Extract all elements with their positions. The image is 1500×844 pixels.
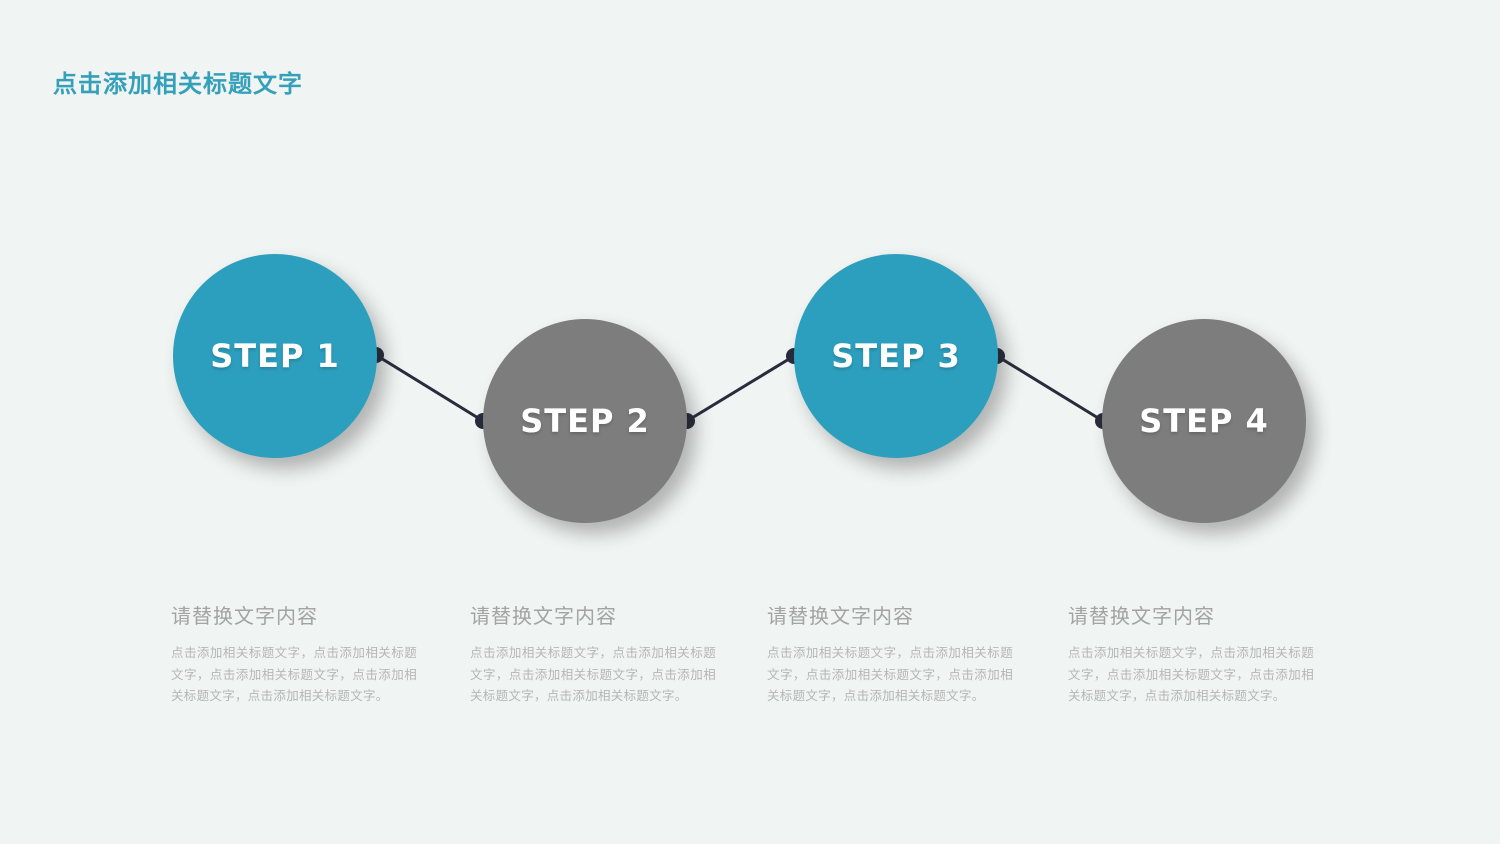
- connector-3-4: [989, 348, 1111, 429]
- connector-line: [686, 354, 795, 423]
- step-circle-1: STEP 1: [173, 254, 377, 458]
- connector-1-2: [368, 347, 491, 429]
- step-label-4: STEP 4: [1139, 402, 1269, 440]
- text-block-2: 请替换文字内容 点击添加相关标题文字，点击添加相关标题文字，点击添加相关标题文字…: [470, 600, 716, 708]
- block-body-4: 点击添加相关标题文字，点击添加相关标题文字，点击添加相关标题文字，点击添加相关标…: [1068, 646, 1314, 703]
- step-label-2: STEP 2: [520, 402, 650, 440]
- connector-line: [375, 353, 484, 423]
- step-circle-4: STEP 4: [1102, 319, 1306, 523]
- block-body-3: 点击添加相关标题文字，点击添加相关标题文字，点击添加相关标题文字，点击添加相关标…: [767, 646, 1013, 703]
- block-heading-3: 请替换文字内容: [767, 606, 914, 628]
- text-block-3: 请替换文字内容 点击添加相关标题文字，点击添加相关标题文字，点击添加相关标题文字…: [767, 600, 1013, 708]
- block-heading-1: 请替换文字内容: [171, 606, 318, 628]
- block-body-1: 点击添加相关标题文字，点击添加相关标题文字，点击添加相关标题文字，点击添加相关标…: [171, 646, 417, 703]
- block-heading-2: 请替换文字内容: [470, 606, 617, 628]
- connector-2-3: [679, 348, 802, 429]
- page-title: 点击添加相关标题文字: [53, 71, 303, 98]
- step-label-3: STEP 3: [831, 337, 961, 375]
- text-block-4: 请替换文字内容 点击添加相关标题文字，点击添加相关标题文字，点击添加相关标题文字…: [1068, 600, 1314, 708]
- text-block-1: 请替换文字内容 点击添加相关标题文字，点击添加相关标题文字，点击添加相关标题文字…: [171, 600, 417, 708]
- block-body-2: 点击添加相关标题文字，点击添加相关标题文字，点击添加相关标题文字，点击添加相关标…: [470, 646, 716, 703]
- step-circle-2: STEP 2: [483, 319, 687, 523]
- block-heading-4: 请替换文字内容: [1068, 606, 1215, 628]
- connector-line: [996, 354, 1104, 423]
- step-label-1: STEP 1: [210, 337, 340, 375]
- step-circle-3: STEP 3: [794, 254, 998, 458]
